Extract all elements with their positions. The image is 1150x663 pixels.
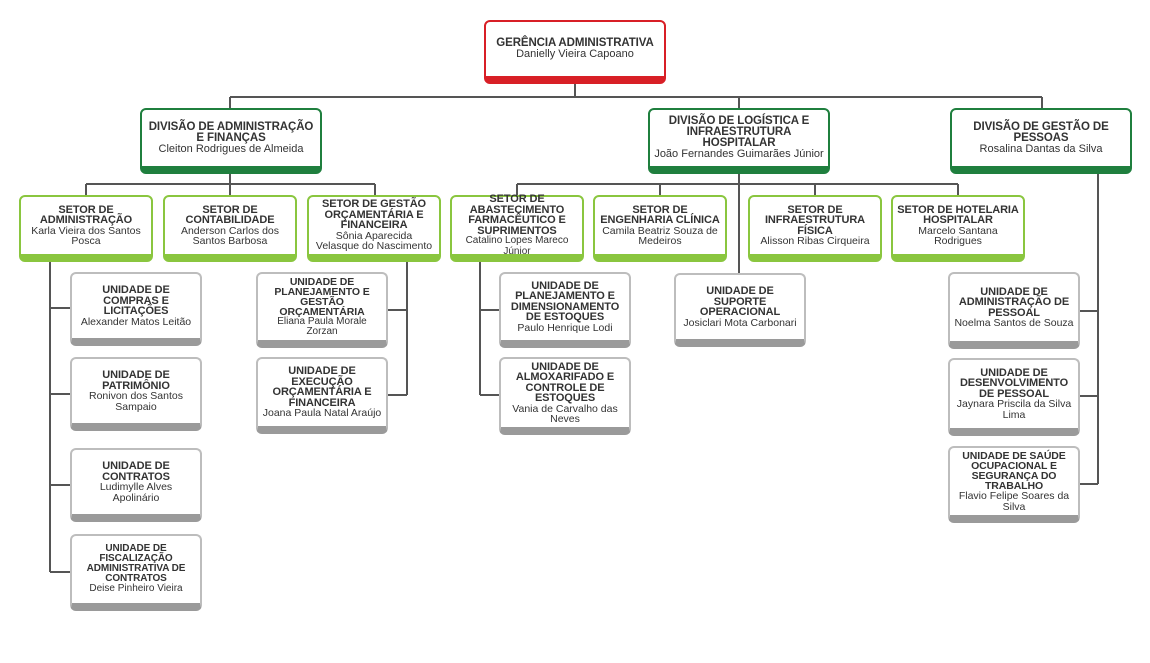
node-title: SETOR DE HOTELARIA HOSPITALAR [897,203,1019,226]
node-person: Ronivon dos Santos Sampaio [89,390,183,413]
node-divisao-administracao-financas: DIVISÃO DE ADMINISTRAÇÃO E FINANÇAS Clei… [140,108,322,174]
node-setor-contabilidade: SETOR DE CONTABILIDADE Anderson Carlos d… [163,195,297,262]
node-unidade-almoxarifado: UNIDADE DE ALMOXARIFADO E CONTROLE DE ES… [499,357,631,435]
node-person: Joana Paula Natal Araújo [262,407,382,420]
node-person: Ludimylle Alves Apolinário [99,481,173,504]
node-title: UNIDADE DE ALMOXARIFADO E CONTROLE DE ES… [515,360,615,404]
node-title: UNIDADE DE PLANEJAMENTO E DIMENSIONAMENT… [510,279,620,324]
node-title: UNIDADE DE DESENVOLVIMENTO DE PESSOAL [959,366,1069,400]
node-title: SETOR DE ADMINISTRAÇÃO [39,203,133,226]
node-person: Flavio Felipe Soares da Silva [958,490,1070,513]
node-title: UNIDADE DE FISCALIZAÇÃO ADMINISTRATIVA D… [86,543,186,585]
node-title: SETOR DE ENGENHARIA CLÍNICA [600,203,720,226]
node-person: Josiclari Mota Carbonari [683,316,797,329]
node-unidade-compras-licitacoes: UNIDADE DE COMPRAS E LICITAÇÕES Alexande… [70,272,202,346]
node-person: João Fernandes Guimarães Júnior [654,148,824,160]
node-person: Danielly Vieira Capoano [516,48,634,60]
node-unidade-execucao-orcamentaria: UNIDADE DE EXECUÇÃO ORÇAMENTÁRIA E FINAN… [256,357,388,434]
node-unidade-planejamento-gestao-orcamentaria: UNIDADE DE PLANEJAMENTO E GESTÃO ORÇAMEN… [256,272,388,348]
node-setor-engenharia-clinica: SETOR DE ENGENHARIA CLÍNICA Camila Beatr… [593,195,727,262]
node-title: GERÊNCIA ADMINISTRATIVA [496,37,654,49]
node-unidade-contratos: UNIDADE DE CONTRATOS Ludimylle Alves Apo… [70,448,202,522]
node-unidade-administracao-pessoal: UNIDADE DE ADMINISTRAÇÃO DE PESSOAL Noel… [948,272,1080,349]
node-person: Paulo Henrique Lodi [517,321,613,334]
node-title: UNIDADE DE CONTRATOS [102,460,170,483]
node-setor-hotelaria-hospitalar: SETOR DE HOTELARIA HOSPITALAR Marcelo Sa… [891,195,1025,262]
node-gerencia-administrativa: GERÊNCIA ADMINISTRATIVA Danielly Vieira … [484,20,666,84]
node-divisao-gestao-pessoas: DIVISÃO DE GESTÃO DE PESSOAS Rosalina Da… [950,108,1132,174]
node-title: DIVISÃO DE LOGÍSTICA E INFRAESTRUTURA HO… [668,115,810,149]
node-setor-infraestrutura-fisica: SETOR DE INFRAESTRUTURA FÍSICA Alisson R… [748,195,882,262]
node-person: Rosalina Dantas da Silva [979,142,1103,155]
node-title: SETOR DE ABASTECIMENTO FARMACÊUTICO E SU… [468,193,566,237]
node-person: Anderson Carlos dos Santos Barbosa [180,224,280,247]
node-unidade-desenvolvimento-pessoal: UNIDADE DE DESENVOLVIMENTO DE PESSOAL Ja… [948,358,1080,436]
node-person: Eliana Paula Morale Zorzan [277,315,367,337]
node-unidade-patrimonio: UNIDADE DE PATRIMÔNIO Ronivon dos Santos… [70,357,202,431]
node-setor-administracao: SETOR DE ADMINISTRAÇÃO Karla Vieira dos … [19,195,153,262]
node-person: Vania de Carvalho das Neves [512,402,618,425]
node-person: Camila Beatriz Souza de Medeiros [602,224,718,247]
node-title: UNIDADE DE SUPORTE OPERACIONAL [699,285,781,318]
node-title: UNIDADE DE PATRIMÔNIO [102,369,170,392]
node-setor-abastecimento: SETOR DE ABASTECIMENTO FARMACÊUTICO E SU… [450,193,584,262]
node-title: DIVISÃO DE GESTÃO DE PESSOAS [973,120,1109,144]
node-person: Karla Vieira dos Santos Posca [31,224,141,247]
node-person: Cleiton Rodrigues de Almeida [158,142,304,155]
node-person: Alexander Matos Leitão [80,315,192,328]
node-person: Noelma Santos de Souza [954,317,1074,329]
node-divisao-logistica-infraestrutura: DIVISÃO DE LOGÍSTICA E INFRAESTRUTURA HO… [648,108,830,174]
node-title: DIVISÃO DE ADMINISTRAÇÃO E FINANÇAS [148,120,314,144]
node-person: Jaynara Priscila da Silva Lima [956,398,1072,421]
node-person: Deise Pinheiro Vieira [89,583,183,595]
node-unidade-fiscalizacao-contratos: UNIDADE DE FISCALIZAÇÃO ADMINISTRATIVA D… [70,534,202,611]
node-unidade-saude-ocupacional: UNIDADE DE SAÚDE OCUPACIONAL E SEGURANÇA… [948,446,1080,523]
node-title: UNIDADE DE ADMINISTRAÇÃO DE PESSOAL [958,285,1070,319]
node-person: Marcelo Santana Rodrigues [918,224,998,247]
node-person: Sônia Aparecida Velasque do Nascimento [315,229,433,253]
node-person: Catalino Lopes Mareco Júnior [465,235,569,257]
node-setor-gestao-orcamentaria: SETOR DE GESTÃO ORÇAMENTÁRIA E FINANCEIR… [307,195,441,262]
node-title: UNIDADE DE SAÚDE OCUPACIONAL E SEGURANÇA… [962,450,1066,492]
node-unidade-suporte-operacional: UNIDADE DE SUPORTE OPERACIONAL Josiclari… [674,273,806,347]
node-person: Alisson Ribas Cirqueira [760,235,870,247]
node-title: UNIDADE DE EXECUÇÃO ORÇAMENTÁRIA E FINAN… [272,365,372,409]
node-unidade-planejamento-dimensionamento-estoques: UNIDADE DE PLANEJAMENTO E DIMENSIONAMENT… [499,272,631,348]
node-title: UNIDADE DE PLANEJAMENTO E GESTÃO ORÇAMEN… [274,275,370,318]
node-title: SETOR DE GESTÃO ORÇAMENTÁRIA E FINANCEIR… [321,198,427,232]
node-title: SETOR DE INFRAESTRUTURA FÍSICA [764,203,866,237]
node-title: SETOR DE CONTABILIDADE [185,203,275,226]
node-title: UNIDADE DE COMPRAS E LICITAÇÕES [102,284,170,317]
